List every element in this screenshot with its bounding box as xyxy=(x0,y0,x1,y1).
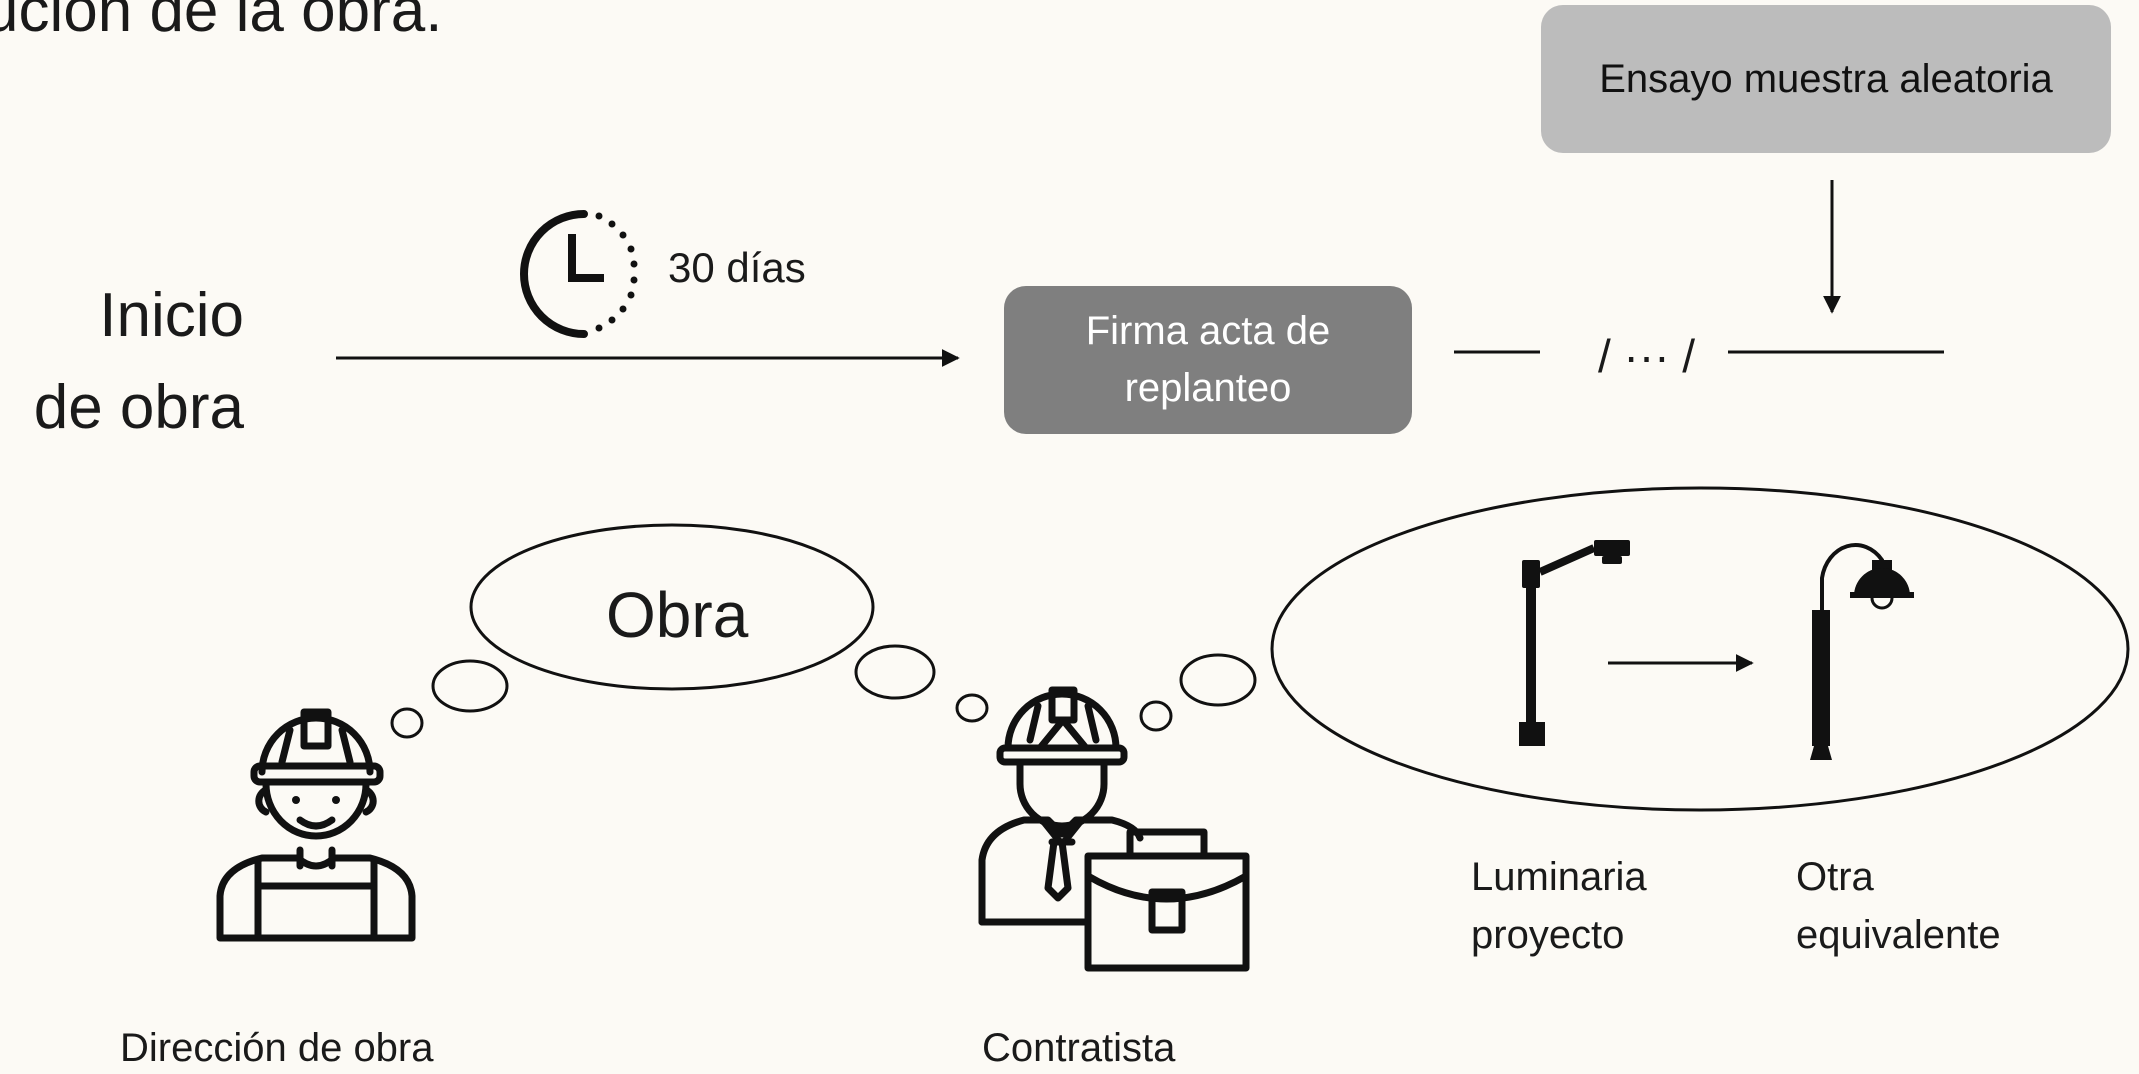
luminaire-project-line1: Luminaria xyxy=(1471,855,1647,899)
person-contractor-label: Contratista xyxy=(982,1026,1176,1070)
duration-label: 30 días xyxy=(668,244,806,291)
luminaire-equivalent-label: Otra equivalente xyxy=(1796,848,2056,964)
bubble-dot xyxy=(854,644,936,700)
person-direction-label: Dirección de obra xyxy=(120,1026,434,1070)
bubble-dot xyxy=(390,707,424,739)
streetlight-project-icon xyxy=(1519,540,1630,746)
thought-bubble-obra xyxy=(469,523,875,691)
start-label-line2: de obra xyxy=(33,373,244,442)
box-firma-acta: Firma acta de replanteo xyxy=(1004,286,1412,434)
worker-icon xyxy=(216,708,416,942)
streetlight-equivalent-icon xyxy=(1810,543,1914,760)
box-firma-line1: Firma acta de xyxy=(1085,309,1331,353)
ellipsis-marker: / ··· / xyxy=(1598,330,1696,382)
bubble-dot xyxy=(431,659,509,713)
start-label: Inicio de obra xyxy=(0,270,244,454)
luminaire-project-line2: proyecto xyxy=(1471,913,1625,957)
bubble-dot xyxy=(1179,653,1257,707)
thought-bubble-luminaires xyxy=(1270,486,2130,812)
bubble-dot xyxy=(1139,700,1173,732)
luminaire-project-label: Luminaria proyecto xyxy=(1471,848,1691,964)
box-ensayo: Ensayo muestra aleatoria xyxy=(1541,5,2111,153)
bubble-dot xyxy=(955,693,989,723)
contractor-icon xyxy=(978,686,1250,972)
luminaire-equivalent-line2: equivalente xyxy=(1796,913,2001,957)
thought-bubble-text: Obra xyxy=(606,579,749,651)
luminaire-equivalent-line1: Otra xyxy=(1796,855,1874,899)
slide-heading: ución de la obra. xyxy=(0,0,443,45)
box-firma-line2: replanteo xyxy=(1124,366,1292,410)
start-label-line1: Inicio xyxy=(99,281,244,350)
clock-icon xyxy=(520,210,638,338)
